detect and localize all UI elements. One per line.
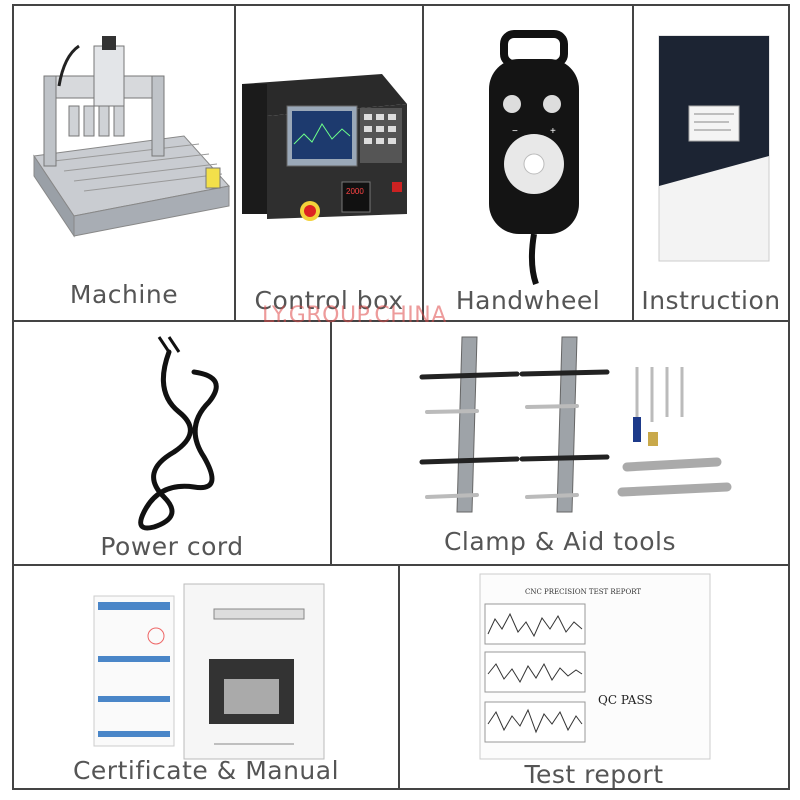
item-label: Certificate & Manual — [72, 756, 340, 785]
item-instruction: Instruction — [632, 4, 790, 322]
item-clamp-aid-tools: Clamp & Aid tools — [330, 320, 790, 566]
item-test-report: CNC PRECISION TEST REPORT QC PASS Test r… — [398, 564, 790, 790]
clamp-tools-image — [419, 336, 732, 513]
item-control-box: 2000 Control box — [234, 4, 424, 322]
control-box-image: 2000 — [242, 74, 407, 221]
manual-image — [183, 583, 325, 760]
item-machine: Machine — [12, 4, 236, 322]
test-report-image: CNC PRECISION TEST REPORT — [479, 573, 711, 760]
handwheel-image: −+ — [489, 30, 579, 285]
item-label: Instruction — [641, 286, 781, 315]
svg-text:2000: 2000 — [346, 187, 364, 196]
item-label: Test report — [524, 760, 664, 789]
svg-text:−: − — [512, 126, 518, 137]
cnc-machine-image — [33, 36, 230, 238]
certificate-image — [93, 595, 175, 747]
item-label: Handwheel — [455, 286, 601, 315]
qc-pass-text: QC PASS — [598, 693, 653, 707]
item-label: Clamp & Aid tools — [443, 527, 677, 556]
item-certificate-manual: Certificate & Manual — [12, 564, 400, 790]
instruction-image — [658, 35, 770, 262]
item-label: Control box — [254, 286, 404, 315]
report-title: CNC PRECISION TEST REPORT — [525, 588, 641, 596]
svg-text:+: + — [550, 126, 556, 137]
item-power-cord: Power cord — [12, 320, 332, 566]
item-label: Power cord — [100, 532, 244, 561]
item-label: Machine — [69, 280, 179, 309]
item-handwheel: −+ Handwheel — [422, 4, 634, 322]
watermark-text: LY.GROUP.CHINA — [262, 303, 447, 328]
power-cord-image — [138, 336, 219, 531]
